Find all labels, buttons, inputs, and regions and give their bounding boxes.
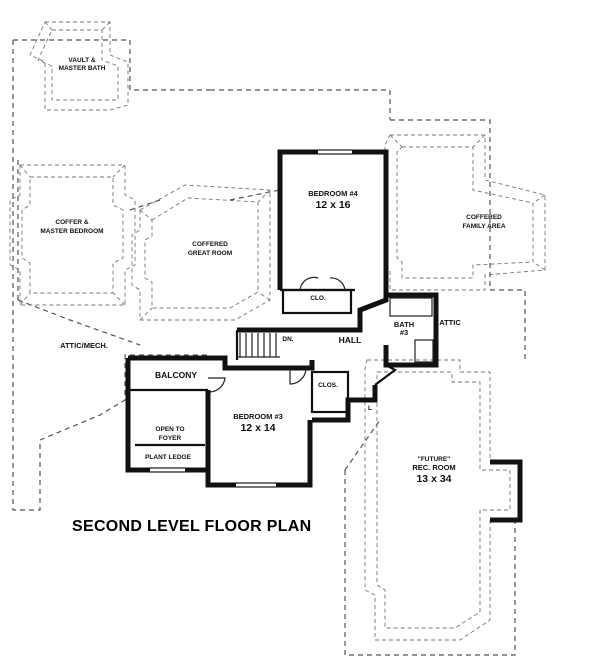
- room-labels: VAULT & MASTER BATH COFFER & MASTER BEDR…: [40, 57, 505, 485]
- label-rec-room-note: "FUTURE": [418, 456, 451, 463]
- coffer-master-outline: [9, 164, 136, 306]
- roof-outline: [12, 39, 526, 656]
- label-closet-lower: CLOS.: [318, 382, 338, 389]
- label-attic-mech: ATTIC/MECH.: [60, 341, 108, 350]
- label-vault-line1: VAULT &: [68, 57, 96, 64]
- label-family-area-line2: FAMILY AREA: [462, 223, 505, 230]
- label-bedroom3-size: 12 x 14: [240, 422, 275, 434]
- label-great-room-line2: GREAT ROOM: [188, 250, 232, 257]
- label-bath3-line2: #3: [400, 328, 408, 337]
- label-rec-room-size: 13 x 34: [416, 473, 451, 485]
- label-hall: HALL: [339, 335, 362, 345]
- label-bath3-line1: BATH: [394, 320, 414, 329]
- label-open-foyer-line2: FOYER: [159, 435, 182, 442]
- walls: [125, 149, 523, 523]
- label-balcony: BALCONY: [155, 370, 197, 380]
- great-room-outline: [131, 184, 271, 321]
- stair: [237, 333, 280, 358]
- label-plant-ledge: PLANT LEDGE: [145, 454, 192, 461]
- rec-room-outline: [364, 359, 521, 641]
- label-family-area-line1: COFFERED: [466, 214, 502, 221]
- label-coffer-master-line1: COFFER &: [55, 219, 89, 226]
- family-area-outline: [384, 134, 546, 291]
- label-great-room-line1: COFFERED: [192, 241, 228, 248]
- plan-title: SECOND LEVEL FLOOR PLAN: [72, 518, 312, 535]
- label-bedroom3-name: BEDROOM #3: [233, 412, 283, 421]
- label-vault-line2: MASTER BATH: [59, 65, 106, 72]
- label-bedroom4-name: BEDROOM #4: [308, 189, 358, 198]
- label-rec-room-name: REC. ROOM: [412, 463, 455, 472]
- label-stair-down: DN.: [282, 336, 293, 343]
- label-bedroom4-size: 12 x 16: [315, 199, 350, 211]
- vault-outline: [29, 21, 129, 111]
- label-attic: ATTIC: [439, 318, 461, 327]
- label-l-mark: L: [368, 405, 372, 412]
- label-closet-upper: CLO.: [310, 295, 326, 302]
- label-open-foyer-line1: OPEN TO: [155, 426, 184, 433]
- label-coffer-master-line2: MASTER BEDROOM: [40, 228, 103, 235]
